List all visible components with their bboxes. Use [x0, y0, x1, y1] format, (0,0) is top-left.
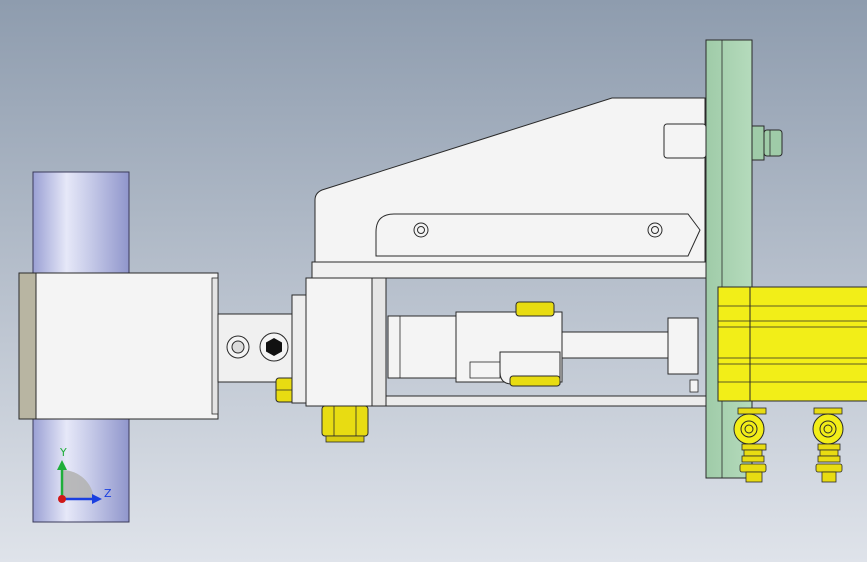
y-axis-arrow-icon	[57, 460, 67, 470]
mounting-bracket[interactable]	[311, 97, 707, 407]
air-fitting-left[interactable]	[733, 407, 767, 483]
cylinder-rod[interactable]	[387, 311, 699, 393]
pivot-block[interactable]	[291, 277, 387, 407]
mounting-plate[interactable]	[705, 39, 753, 479]
z-axis-arrow-icon	[92, 494, 102, 504]
hex-socket-icon	[266, 338, 282, 356]
arm-nut	[275, 377, 295, 403]
origin-icon	[58, 495, 66, 503]
z-axis-label: Z	[104, 487, 112, 500]
clevis-pin-top	[515, 301, 555, 317]
pneumatic-cylinder[interactable]	[717, 286, 867, 402]
coordinate-triad: Y Z	[57, 446, 112, 504]
connecting-arm[interactable]	[217, 313, 301, 383]
clamp-block[interactable]	[18, 272, 219, 420]
plate-bolt	[751, 125, 783, 161]
y-axis-label: Y	[59, 446, 67, 459]
clevis-pin-bottom	[509, 375, 561, 387]
bottom-hex-nut	[321, 405, 369, 443]
air-fitting-right[interactable]	[812, 407, 844, 483]
